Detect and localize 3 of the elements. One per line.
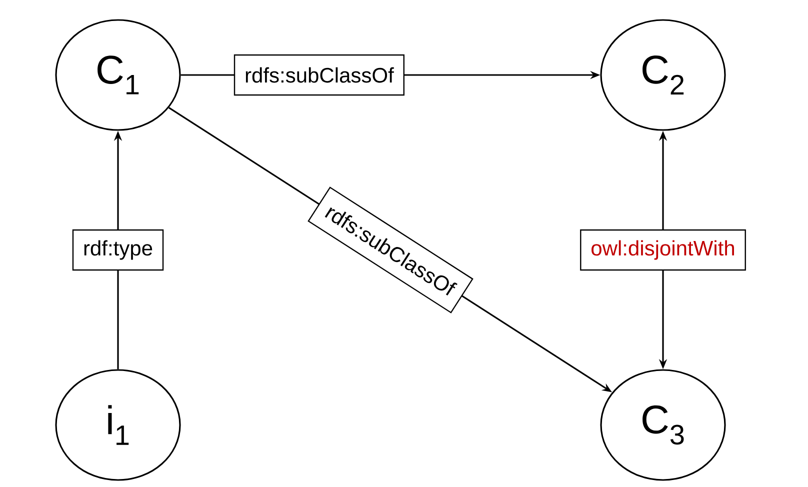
edge-label: owl:disjointWith: [580, 229, 746, 271]
edge-label: rdf:type: [72, 229, 164, 271]
edge-label: rdfs:subClassOf: [234, 54, 404, 96]
